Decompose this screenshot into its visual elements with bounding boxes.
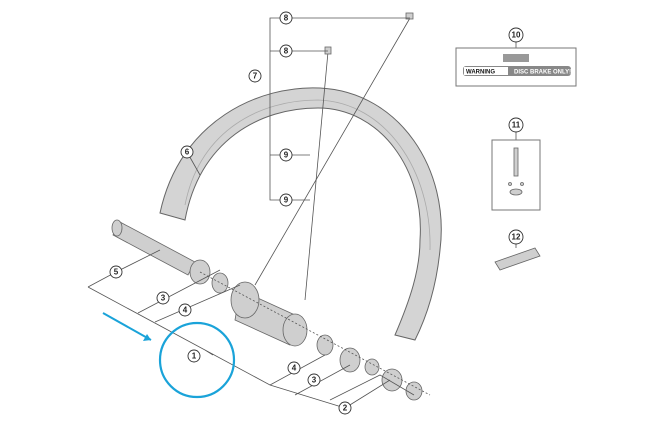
callout-4: 4: [178, 303, 192, 317]
spoke-wrench: [494, 247, 541, 271]
callout-10: 10: [508, 27, 524, 43]
spoke: [304, 51, 329, 301]
sticker-box: WARNING DISC BRAKE ONLY!: [455, 47, 577, 87]
svg-text:2: 2: [343, 404, 348, 413]
svg-text:9: 9: [284, 196, 289, 205]
end-cap: [381, 368, 403, 392]
end-cap: [364, 358, 380, 376]
spacer: [339, 347, 361, 373]
svg-text:4: 4: [183, 306, 188, 315]
callout-11: 11: [508, 117, 524, 133]
callout-12: 12: [508, 229, 524, 245]
svg-text:7: 7: [253, 72, 258, 81]
svg-text:3: 3: [312, 376, 317, 385]
svg-text:5: 5: [114, 268, 119, 277]
callout-9: 9: [279, 193, 293, 207]
nipple: [324, 46, 332, 55]
bearing: [211, 272, 229, 294]
pointer-arrow: [102, 312, 152, 341]
svg-text:8: 8: [284, 47, 289, 56]
svg-text:1: 1: [192, 352, 197, 361]
svg-text:9: 9: [284, 151, 289, 160]
callout-8: 8: [279, 11, 293, 25]
rim: [159, 87, 442, 341]
svg-text:4: 4: [292, 364, 297, 373]
leader-lines: [87, 17, 517, 409]
callout-6: 6: [180, 145, 194, 159]
axle: [111, 219, 196, 276]
svg-text:8: 8: [284, 14, 289, 23]
arrow-head-icon: [143, 334, 151, 341]
warning-label: WARNING: [466, 70, 495, 76]
hub-body: [230, 281, 308, 347]
svg-text:12: 12: [512, 233, 521, 242]
spoke: [254, 17, 411, 286]
nipple: [405, 12, 414, 20]
callout-3: 3: [307, 373, 321, 387]
svg-text:3: 3: [161, 294, 166, 303]
callout-4: 4: [287, 361, 301, 375]
callout-5: 5: [109, 265, 123, 279]
tool-box: [491, 139, 541, 211]
callout-9: 9: [279, 148, 293, 162]
end-cap: [405, 381, 423, 401]
svg-text:6: 6: [185, 148, 190, 157]
callout-2: 2: [338, 401, 352, 415]
bearing: [316, 334, 334, 356]
callout-7: 7: [248, 69, 262, 83]
svg-text:10: 10: [512, 31, 521, 40]
disc-brake-label: DISC BRAKE ONLY!: [514, 70, 571, 76]
svg-text:11: 11: [512, 121, 521, 130]
callout-3: 3: [156, 291, 170, 305]
highlight-circle: [158, 321, 236, 399]
callout-8: 8: [279, 44, 293, 58]
callout-1: 1: [187, 349, 201, 363]
